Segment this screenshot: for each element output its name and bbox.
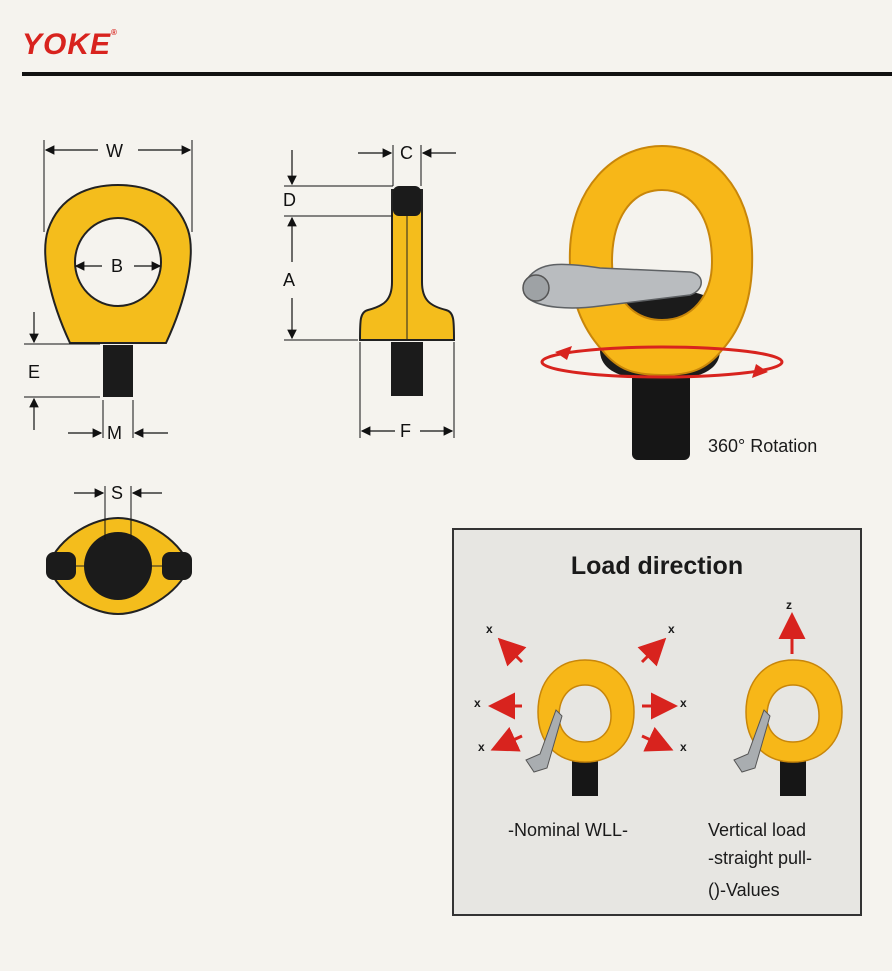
vertical-eyebolt	[733, 659, 843, 796]
front-view-drawing	[24, 140, 193, 438]
load-direction-diagram	[488, 612, 843, 796]
top-center-bolt	[84, 532, 152, 600]
axis-label-x: x	[486, 622, 493, 636]
dim-label-s: S	[111, 483, 124, 503]
axis-label-z: z	[786, 598, 792, 612]
yoke-logo: YOKE®	[22, 28, 118, 61]
side-crown	[393, 186, 421, 216]
dim-label-w: W	[106, 141, 123, 161]
load-direction-panel: Load direction x x x x x x z -Nominal WL…	[452, 528, 862, 916]
photo-eye-ring	[568, 144, 754, 377]
header-rule	[22, 72, 892, 76]
dim-label-b: B	[111, 256, 124, 276]
photo-steel-tab	[527, 263, 702, 309]
dim-label-a: A	[283, 270, 296, 290]
dim-label-e: E	[28, 362, 41, 382]
side-shank	[391, 342, 423, 396]
rotation-label: 360° Rotation	[708, 436, 818, 456]
straight-pull-caption: -straight pull-	[708, 848, 813, 868]
axis-label-x: x	[680, 740, 687, 754]
nominal-wll-caption: -Nominal WLL-	[508, 820, 629, 840]
top-view-drawing	[46, 486, 192, 616]
nominal-eyebolt	[525, 659, 635, 796]
side-view-drawing	[284, 145, 456, 438]
registered-mark: ®	[111, 28, 118, 37]
dim-label-d: D	[283, 190, 296, 210]
photo-shank	[632, 368, 690, 460]
axis-label-x: x	[478, 740, 485, 754]
product-photo	[522, 144, 784, 460]
axis-label-x: x	[668, 622, 675, 636]
dim-label-f: F	[400, 421, 411, 441]
vertical-load-caption: Vertical load	[708, 820, 807, 840]
load-direction-title: Load direction	[570, 552, 744, 580]
rotation-arrow	[540, 345, 784, 379]
dim-label-c: C	[400, 143, 413, 163]
dim-label-m: M	[107, 423, 122, 443]
axis-label-x: x	[680, 696, 687, 710]
values-caption: ()-Values	[708, 880, 780, 900]
front-shank	[103, 345, 133, 397]
axis-label-x: x	[474, 696, 481, 710]
